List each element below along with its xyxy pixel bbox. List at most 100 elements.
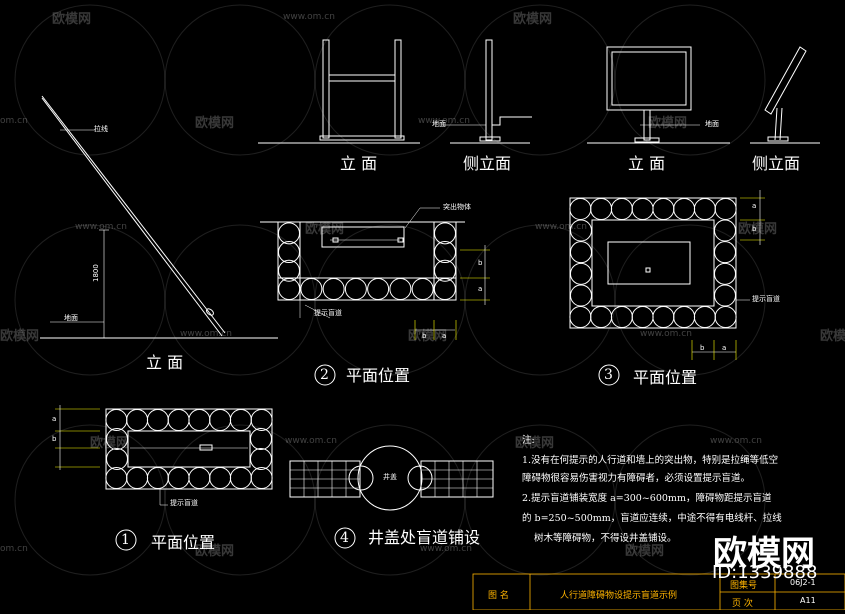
dim-b-plan2: b	[478, 259, 483, 267]
tactile-circle	[714, 198, 737, 220]
watermark-url: www.om.cn	[180, 329, 232, 339]
watermark-brand: 欧模网	[52, 12, 92, 27]
plan-1	[55, 405, 273, 506]
tactile-circle	[367, 278, 390, 300]
watermark-brand: 欧模网	[515, 436, 555, 451]
title-page-label: 页 次	[732, 599, 753, 609]
label-warn-path-1: 提示盲道	[170, 499, 198, 507]
marker-circle-1	[115, 529, 137, 551]
watermark-url: www.om.cn	[420, 544, 472, 554]
tactile-circle	[250, 428, 272, 450]
dim-b-plan3-bottom: b	[700, 344, 705, 352]
marker-2-number: 2	[320, 367, 329, 383]
tactile-circle	[126, 409, 149, 431]
dim-a-plan1: a	[52, 415, 57, 423]
watermark-brand: 欧模网	[625, 544, 665, 559]
watermark-brand: 欧模网	[648, 116, 688, 131]
caption-plan-2: 平面位置	[346, 366, 411, 385]
tactile-circle	[570, 262, 592, 285]
sign-frame-side	[442, 39, 532, 144]
watermark-brand: 欧模网	[820, 329, 845, 344]
marker-circle-4	[334, 527, 356, 549]
notes-title: 注:	[522, 435, 535, 446]
marker-circle-3	[598, 364, 620, 386]
tactile-circle	[714, 241, 736, 264]
watermark-circles	[14, 4, 766, 576]
tactile-circle	[693, 198, 716, 220]
label-well-center: 井盖	[383, 473, 397, 481]
title-name-value: 人行道障碍物设提示盲道示例	[560, 591, 678, 601]
plan-1-circles	[105, 409, 273, 489]
watermark-url: www.om.cn	[75, 222, 127, 232]
tactile-circle	[188, 409, 211, 431]
watermark-url: www.om.cn	[283, 12, 335, 22]
brand-id: ID:1339888	[712, 562, 818, 583]
tactile-circle	[167, 409, 190, 431]
tactile-circle	[434, 259, 456, 282]
label-warn-path-2: 提示盲道	[314, 309, 342, 317]
tactile-circle	[693, 306, 716, 328]
watermark-url: www.om.cn	[418, 116, 470, 126]
dim-b-plan2-bottom: b	[422, 332, 427, 340]
tactile-circle	[105, 409, 128, 431]
tactile-circle	[278, 278, 301, 300]
marker-1-number: 1	[121, 532, 130, 548]
watermark-brand: 欧模网	[513, 12, 553, 27]
watermark-url: om.cn	[0, 116, 28, 126]
tactile-circle	[411, 278, 434, 300]
watermark-brand: 欧模网	[0, 329, 40, 344]
tactile-circle	[250, 409, 273, 431]
tactile-circle	[610, 306, 633, 328]
watermark-url: www.om.cn	[710, 436, 762, 446]
tactile-circle	[714, 262, 736, 285]
tactile-circle	[300, 278, 323, 300]
caption-plan-1: 平面位置	[151, 533, 216, 552]
plan-3-circles	[569, 198, 737, 328]
tactile-circle	[433, 278, 456, 300]
tactile-circle	[569, 306, 592, 328]
label-cable: 拉线	[94, 125, 108, 133]
tactile-circle	[714, 306, 737, 328]
tactile-circle	[714, 284, 736, 307]
tactile-circle	[209, 467, 232, 489]
dim-a-plan3-bottom: a	[722, 344, 727, 352]
label-ground-elev2: 地面	[705, 120, 719, 128]
tactile-circle	[610, 198, 633, 220]
tactile-circle	[631, 198, 654, 220]
watermark-url: om.cn	[0, 544, 28, 554]
marker-circle-2	[314, 364, 336, 386]
plan-2-circles	[278, 222, 456, 300]
dim-b-plan3: b	[752, 225, 757, 233]
watermark-brand: 欧模网	[408, 329, 448, 344]
tactile-circle	[652, 306, 675, 328]
caption-well: 井盖处盲道铺设	[368, 528, 481, 547]
watermark-url: www.om.cn	[535, 222, 587, 232]
tactile-circle	[434, 222, 456, 245]
watermark-brand: 欧模网	[305, 222, 345, 237]
dim-b-plan1: b	[52, 435, 57, 443]
tactile-circle	[229, 467, 252, 489]
title-name-label: 图 名	[488, 591, 509, 601]
tactile-circle	[106, 428, 128, 450]
marker-4-number: 4	[340, 530, 349, 546]
tactile-circle	[673, 198, 696, 220]
dim-a-plan3: a	[752, 202, 757, 210]
note-line-1: 1.没有在何提示的人行道和墙上的突出物，特别是拉绳等低空	[522, 455, 779, 466]
title-num-label: 图集号	[730, 581, 758, 591]
dim-a-plan2: a	[478, 285, 483, 293]
watermark-brand: 欧模网	[90, 436, 130, 451]
label-height: 1800	[92, 264, 100, 282]
tactile-circle	[570, 241, 592, 264]
tactile-circle	[590, 306, 613, 328]
dim-a-plan2-bottom: a	[442, 332, 447, 340]
watermark-brand: 欧模网	[195, 544, 235, 559]
brand-logo-text: 欧模网	[713, 534, 815, 574]
plan-4	[289, 445, 494, 511]
note-line-2: 障碍物很容易伤害视力有障碍者，必须设置提示盲道。	[522, 473, 751, 484]
tactile-circle	[229, 409, 252, 431]
tactile-circle	[250, 448, 272, 470]
tactile-circle	[344, 278, 367, 300]
note-line-3: 2.提示盲道铺装宽度 a=300~600mm，障碍物距提示盲道	[522, 493, 772, 504]
